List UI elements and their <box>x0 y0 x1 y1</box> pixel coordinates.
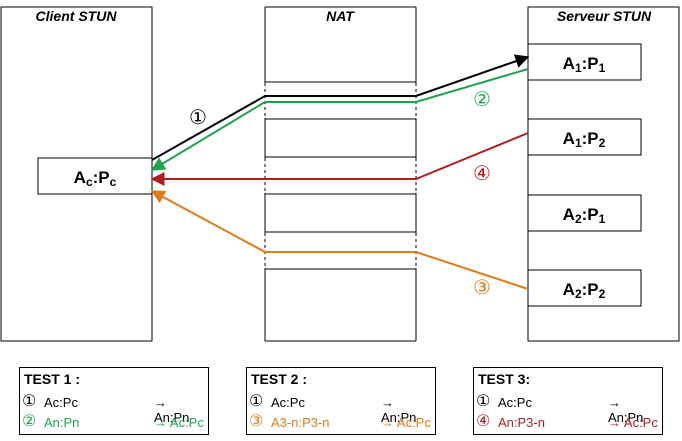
legend-test-3-title: TEST 3: <box>478 371 531 387</box>
server-box-a1p2 <box>527 118 642 156</box>
legend-test-2-row-1: ① Ac:Pc → An:Pn <box>249 393 431 425</box>
server-address-a2p1: A2:P1 <box>563 205 606 226</box>
server-address-a1p2: A1:P2 <box>563 129 606 150</box>
server-title: Serveur STUN <box>557 8 652 24</box>
legend-test-1-row-1: ① Ac:Pc → An:Pn <box>22 393 204 425</box>
arrow-label-1: ① <box>189 105 207 129</box>
arrow-1-black <box>151 54 530 161</box>
server-box-a2p1 <box>527 194 642 232</box>
legend-test-1-row-1-from: Ac:Pc <box>44 395 78 410</box>
client-address: Ac:Pc <box>74 168 117 189</box>
server-address-a2p2: A2:P2 <box>563 280 606 301</box>
legend-test-1-title: TEST 1 : <box>24 371 81 387</box>
client-title: Client STUN <box>36 8 118 24</box>
legend-test-1-row-2-to: → Ac:Pc <box>154 415 204 430</box>
client-address-box <box>37 157 153 195</box>
legend-test-3-row-1-from: Ac:Pc <box>498 395 532 410</box>
legend-test-3-row-2-from: An:P3-n <box>498 415 545 430</box>
arrow-label-4: ④ <box>473 161 491 185</box>
legend-test-2-row-2-num: ③ <box>249 413 264 430</box>
legend-test-1-row-1-num: ① <box>22 393 37 410</box>
legend-test-1: TEST 1 : ① Ac:Pc → An:Pn ② An:Pn → Ac:Pc <box>19 367 209 435</box>
server-address-a1p1: A1:P1 <box>563 54 606 75</box>
legend-test-2-title: TEST 2 : <box>251 371 308 387</box>
nat-column <box>262 6 419 342</box>
legend-test-3-row-2-to: → Ac:Pc <box>608 415 658 430</box>
legend-test-2-row-1-from: Ac:Pc <box>271 395 305 410</box>
arrow-label-3: ③ <box>473 275 491 299</box>
arrow-4-red <box>150 132 529 186</box>
arrow-label-2: ② <box>473 87 491 111</box>
legend-test-2-row-2: ③ A3-n:P3-n → Ac:Pc <box>249 413 431 433</box>
legend-test-3-row-2-num: ④ <box>476 413 491 430</box>
legend-test-3-row-2: ④ An:P3-n → Ac:Pc <box>476 413 658 433</box>
legend-test-1-row-1-to: → An:Pn <box>154 395 190 425</box>
legend-test-2-row-2-to: → Ac:Pc <box>381 415 431 430</box>
legend-test-3-row-1-to: → An:Pn <box>608 395 644 425</box>
legend-test-2-row-1-to: → An:Pn <box>381 395 417 425</box>
legend-test-2: TEST 2 : ① Ac:Pc → An:Pn ③ A3-n:P3-n → A… <box>246 367 436 435</box>
legend-test-2-row-2-from: A3-n:P3-n <box>271 415 330 430</box>
legend-test-1-row-2: ② An:Pn → Ac:Pc <box>22 413 204 433</box>
legend-test-2-row-1-num: ① <box>249 393 264 410</box>
arrow-3-orange <box>150 190 529 290</box>
arrow-2-green <box>150 68 529 171</box>
server-box-a1p1 <box>527 43 642 81</box>
legend-test-3-row-1-num: ① <box>476 393 491 410</box>
legend-test-1-row-2-num: ② <box>22 413 37 430</box>
server-box-a2p2 <box>527 269 642 307</box>
nat-title: NAT <box>326 8 355 24</box>
legend-test-3-row-1: ① Ac:Pc → An:Pn <box>476 393 658 425</box>
legend-test-3: TEST 3: ① Ac:Pc → An:Pn ④ An:P3-n → Ac:P… <box>473 367 663 435</box>
legend-test-1-row-2-from: An:Pn <box>44 415 80 430</box>
